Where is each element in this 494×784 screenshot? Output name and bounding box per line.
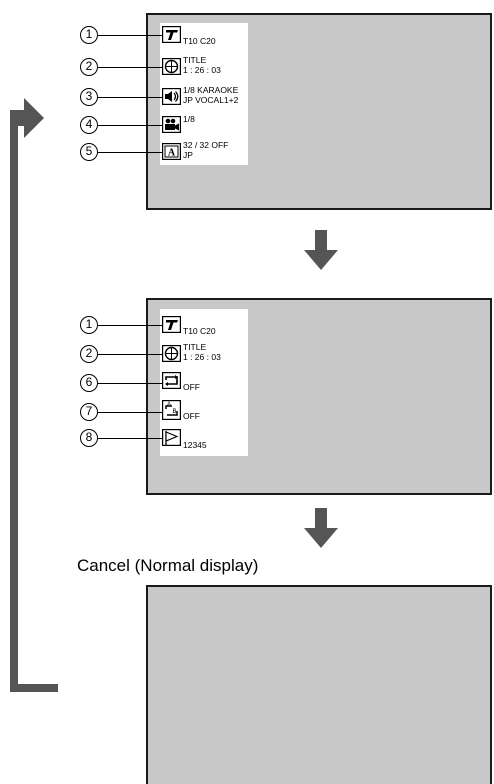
leader-line [98, 438, 162, 440]
clock-icon [162, 345, 181, 362]
svg-text:B: B [173, 409, 177, 415]
callout-number: 8 [80, 429, 98, 447]
leader-line [98, 412, 162, 414]
elapsed-label: TITLE [183, 342, 207, 352]
loop-top-bar [10, 110, 28, 126]
loop-line-shape [10, 118, 58, 692]
repeat-status-text: OFF [183, 382, 200, 392]
callout-number: 5 [80, 143, 98, 161]
title-chapter-text: T10 C20 [183, 36, 216, 46]
callout-number: 2 [80, 58, 98, 76]
loop-arrowhead [24, 98, 44, 138]
title-chapter-text: T10 C20 [183, 326, 216, 336]
ab-repeat-status-text: OFF [183, 411, 200, 421]
svg-text:A: A [167, 402, 171, 408]
callout-number: 4 [80, 116, 98, 134]
title-t-icon [162, 316, 181, 333]
angle-text: 1/8 [183, 114, 195, 124]
audio-track-text: 1/8 KARAOKE [183, 85, 239, 95]
leader-line [98, 383, 162, 385]
elapsed-time: 1 : 26 : 03 [183, 352, 221, 362]
subtitle-text: 32 / 32 OFF [183, 140, 229, 150]
leader-line [98, 325, 162, 327]
leader-line [98, 67, 162, 69]
callout-number: 1 [80, 26, 98, 44]
leader-line [98, 97, 162, 99]
subtitle-language-text: JP [183, 150, 193, 160]
camera-angle-icon [162, 116, 181, 133]
down-arrow-2 [304, 508, 338, 548]
title-t-icon [162, 26, 181, 43]
leader-line [98, 354, 162, 356]
clock-icon [162, 58, 181, 75]
leader-line [98, 125, 162, 127]
marker-flag-icon [162, 429, 181, 446]
down-arrow-1 [304, 230, 338, 270]
leader-line [98, 152, 162, 154]
marker-text: 12345 [183, 440, 207, 450]
elapsed-time: 1 : 26 : 03 [183, 65, 221, 75]
callout-number: 2 [80, 345, 98, 363]
audio-language-text: JP VOCAL1+2 [183, 95, 239, 105]
audio-speaker-icon [162, 88, 181, 105]
callout-number: 1 [80, 316, 98, 334]
subtitle-a-icon: A [162, 143, 181, 160]
callout-number: 6 [80, 374, 98, 392]
leader-line [98, 35, 162, 37]
cancel-caption: Cancel (Normal display) [77, 556, 259, 575]
svg-text:A: A [168, 148, 176, 159]
callout-number: 7 [80, 403, 98, 421]
elapsed-label: TITLE [183, 55, 207, 65]
repeat-icon [162, 372, 181, 389]
callout-number: 3 [80, 88, 98, 106]
screen-panel-3 [146, 585, 492, 784]
